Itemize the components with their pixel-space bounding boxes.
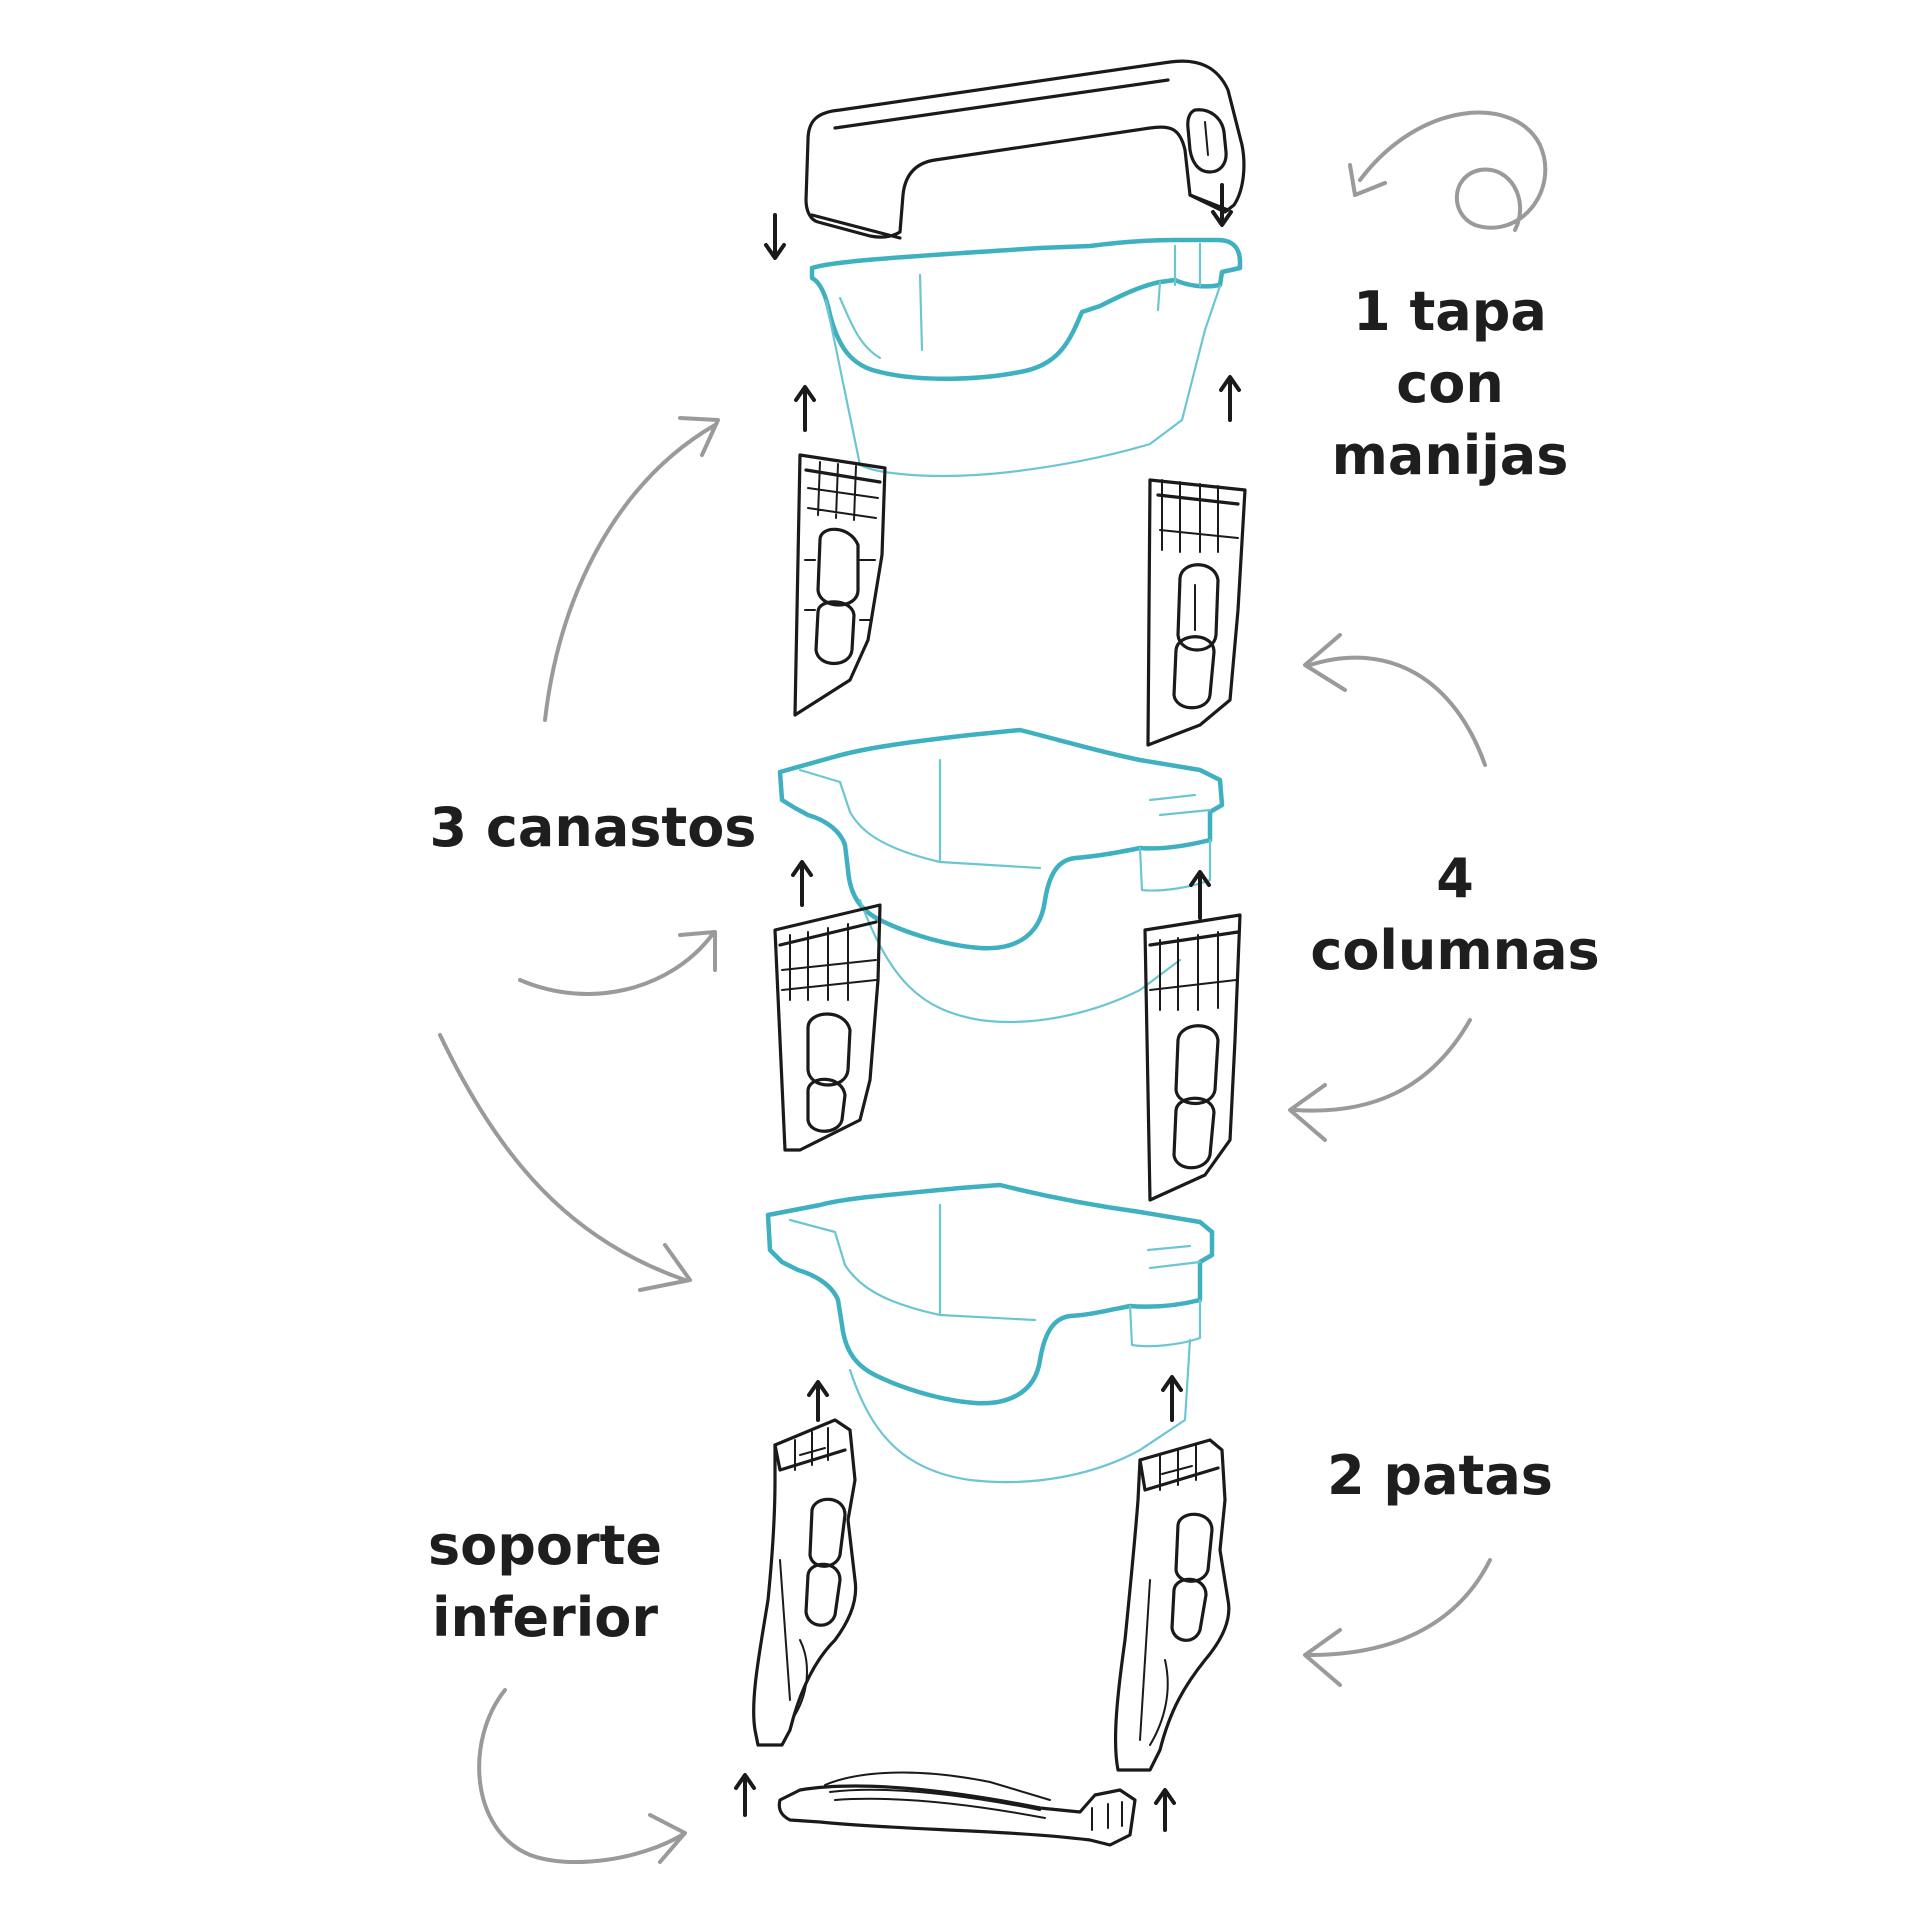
- basket-top-up-arrows: [794, 375, 1241, 432]
- callout-arrow-columns-upper: [1303, 633, 1487, 767]
- column-upper-left: [793, 453, 887, 717]
- column-lower-right: [1143, 913, 1242, 1202]
- callout-arrow-lid: [1348, 110, 1548, 232]
- basket-top: [809, 237, 1243, 478]
- callout-arrow-columns-lower: [1288, 1018, 1472, 1142]
- basket-bottom-up-arrows: [807, 1375, 1183, 1422]
- label-lid: 1 tapa con manijas: [1310, 276, 1590, 492]
- basket-bottom: [765, 1182, 1215, 1484]
- support-up-arrows: [734, 1773, 1176, 1832]
- column-upper-right: [1146, 478, 1247, 747]
- label-legs: 2 patas: [1300, 1440, 1580, 1512]
- label-columns: 4 columnas: [1290, 843, 1620, 987]
- callout-arrow-legs: [1303, 1558, 1492, 1687]
- callout-arrow-support: [477, 1688, 687, 1865]
- callout-arrow-baskets-top: [543, 416, 720, 722]
- label-baskets-line-1: 3 canastos: [429, 796, 757, 859]
- leg-right: [1113, 1438, 1231, 1772]
- callout-arrow-baskets-middle: [518, 930, 717, 996]
- label-base-line-1: soporte: [427, 1514, 663, 1577]
- label-columns-line-1: 4: [1436, 847, 1474, 910]
- label-lid-line-1: 1 tapa: [1353, 280, 1547, 343]
- basket-middle-up-arrows: [791, 860, 1211, 920]
- leg-left: [752, 1418, 858, 1747]
- label-base-line-2: inferior: [432, 1586, 658, 1649]
- label-baskets: 3 canastos: [408, 792, 778, 864]
- label-base: soporte inferior: [400, 1510, 690, 1654]
- label-columns-line-2: columnas: [1310, 919, 1600, 982]
- lid-down-arrows: [764, 183, 1233, 260]
- lid-handle-part: [804, 59, 1246, 240]
- label-legs-line-1: 2 patas: [1327, 1444, 1553, 1507]
- basket-middle: [777, 727, 1225, 1024]
- column-lower-left: [773, 903, 882, 1152]
- callout-arrow-baskets-bottom: [438, 1033, 692, 1292]
- label-lid-line-3: manijas: [1331, 424, 1569, 487]
- bottom-support-part: [777, 1771, 1137, 1847]
- label-lid-line-2: con: [1396, 352, 1504, 415]
